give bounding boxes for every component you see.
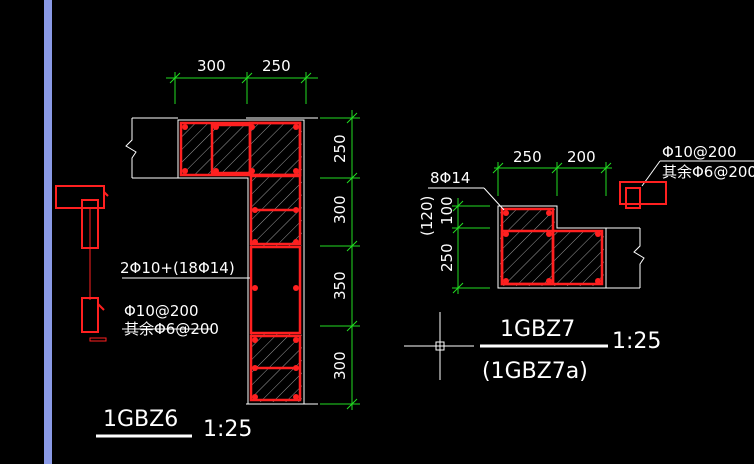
gbz6-dim-right-4: 300 [331, 351, 349, 380]
gbz6-dim-right-3: 350 [331, 271, 349, 300]
gbz6-dim-top-2: 250 [262, 57, 291, 75]
gbz6-dim-top-1: 300 [197, 57, 226, 75]
gbz7-dim-top-1: 250 [513, 148, 542, 166]
gbz7-dim-left-1: 100 [438, 196, 456, 225]
gbz7-stirrup-label-1: Φ10@200 [662, 143, 737, 161]
gbz6-stirrup-label-2: 其余Φ6@200 [124, 320, 219, 338]
gbz7-dim-left-paren: (120) [418, 196, 436, 236]
gbz6-scale: 1:25 [203, 417, 252, 442]
gbz6-section: 300 250 250 300 350 300 2Φ10+(18Φ14) Φ10… [55, 57, 360, 442]
gbz6-dim-right-2: 300 [331, 195, 349, 224]
gbz6-rebar-label: 2Φ10+(18Φ14) [120, 259, 235, 277]
gbz6-dim-right-1: 250 [331, 134, 349, 163]
gbz6-title: 1GBZ6 [103, 407, 178, 432]
gbz6-column-outline [177, 119, 305, 405]
gbz7-rebar-label: 8Φ14 [430, 169, 470, 187]
gbz7-dim-top-2: 200 [567, 148, 596, 166]
left-ruler-bar [44, 0, 52, 464]
gbz7-title-alt: (1GBZ7a) [482, 359, 588, 384]
gbz6-stirrup-label-1: Φ10@200 [124, 302, 199, 320]
gbz7-dim-left-2: 250 [438, 243, 456, 272]
gbz7-title: 1GBZ7 [500, 317, 575, 342]
gbz7-section: 250 200 100 250 (120) 8Φ14 Φ10@200 其余Φ6@… [404, 143, 754, 384]
gbz7-scale: 1:25 [612, 329, 661, 354]
gbz7-stirrup-label-2: 其余Φ6@200 [662, 163, 754, 181]
